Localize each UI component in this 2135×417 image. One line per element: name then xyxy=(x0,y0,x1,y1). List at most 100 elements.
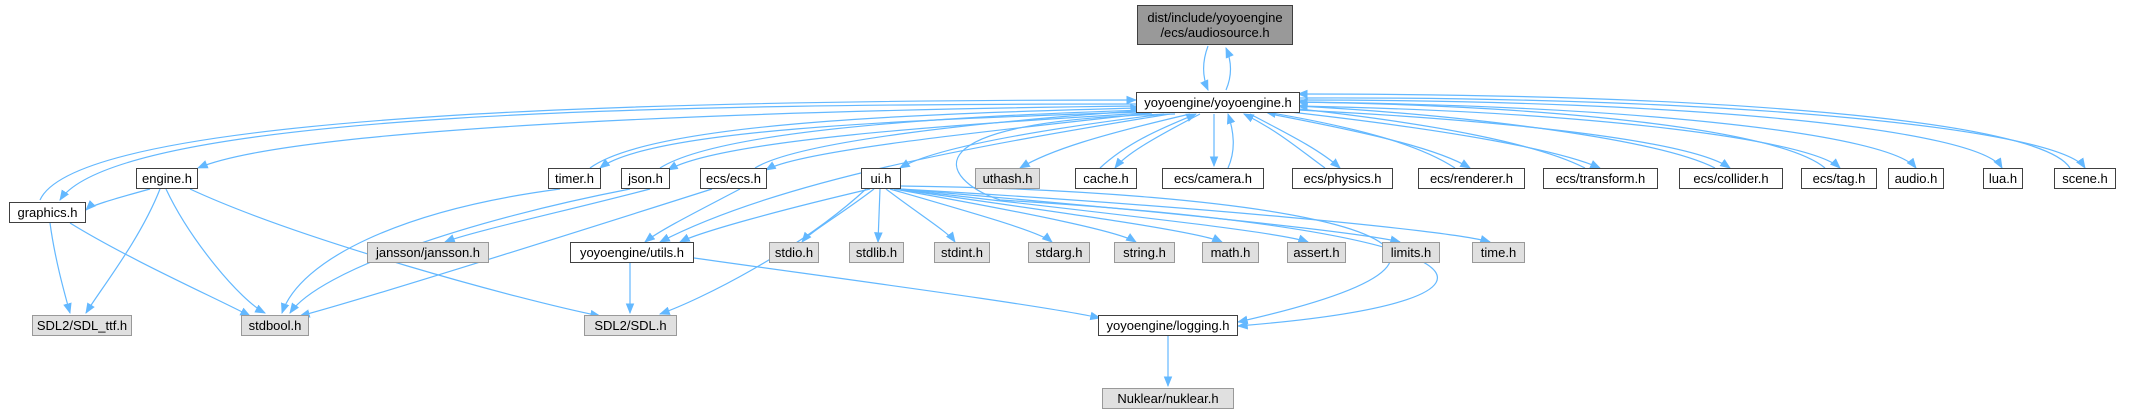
node-label: ecs/renderer.h xyxy=(1429,171,1514,186)
node-label: ecs/transform.h xyxy=(1555,171,1646,186)
node-sdl-ttf-h: SDL2/SDL_ttf.h xyxy=(32,315,132,336)
edge-yoyo-graphics xyxy=(59,103,1137,201)
node-cache-h[interactable]: cache.h xyxy=(1075,168,1137,189)
node-audio-h[interactable]: audio.h xyxy=(1888,168,1944,189)
edge-scene-yoyo xyxy=(1296,89,2071,169)
node-ecs-camera-h[interactable]: ecs/camera.h xyxy=(1162,168,1264,189)
edge-engine-stdbool xyxy=(165,188,266,314)
node-stdlib-h: stdlib.h xyxy=(849,242,904,263)
node-limits-h: limits.h xyxy=(1382,242,1440,263)
node-ecs-ecs-h[interactable]: ecs/ecs.h xyxy=(700,168,767,189)
edge-ui-string xyxy=(893,188,1137,243)
node-label: stdbool.h xyxy=(248,318,302,333)
node-label: limits.h xyxy=(1390,245,1432,260)
node-root-line2: /ecs/audiosource.h xyxy=(1160,25,1270,40)
edge-yoyo-engine xyxy=(197,105,1137,169)
node-label: string.h xyxy=(1123,245,1166,260)
node-label: assert.h xyxy=(1293,245,1340,260)
node-label: ecs/ecs.h xyxy=(706,171,761,186)
edge-physics-yoyo xyxy=(1243,113,1326,169)
node-label: stdio.h xyxy=(774,245,814,260)
edge-json-yoyo xyxy=(659,105,1148,169)
edge-yoyo-scene xyxy=(1297,97,2086,169)
edge-root-to-yoyoengine xyxy=(1200,45,1209,91)
edge-collider-yoyo xyxy=(1296,102,1716,169)
edge-yoyoengine-to-root xyxy=(1225,47,1234,91)
edge-ui-math xyxy=(895,188,1223,243)
edge-yoyo-physics xyxy=(1249,113,1341,169)
edge-timer-stdbool xyxy=(281,188,561,315)
node-ecs-physics-h[interactable]: ecs/physics.h xyxy=(1292,168,1393,189)
node-yoyoengine-utils-h[interactable]: yoyoengine/utils.h xyxy=(570,242,694,263)
edge-yoyo-renderer xyxy=(1269,113,1471,169)
node-label: time.h xyxy=(1480,245,1517,260)
edge-graphics-stdbool xyxy=(69,222,251,317)
edge-ui-stdio xyxy=(801,188,875,243)
edge-engine-graphics xyxy=(85,188,151,211)
edge-ecs-utils xyxy=(644,188,741,243)
node-scene-h[interactable]: scene.h xyxy=(2054,168,2116,189)
node-stdio-h: stdio.h xyxy=(769,242,819,263)
node-ecs-renderer-h[interactable]: ecs/renderer.h xyxy=(1418,168,1525,189)
node-label: stdarg.h xyxy=(1035,245,1083,260)
node-label: timer.h xyxy=(554,171,594,186)
node-label: cache.h xyxy=(1083,171,1129,186)
edge-ui-stdint xyxy=(885,188,956,243)
edge-yoyo-utils xyxy=(659,113,1171,243)
node-label: SDL2/SDL_ttf.h xyxy=(36,318,128,333)
node-json-h[interactable]: json.h xyxy=(621,168,670,189)
edge-timer-yoyo xyxy=(589,103,1142,169)
node-engine-h[interactable]: engine.h xyxy=(136,168,198,189)
node-math-h: math.h xyxy=(1202,242,1259,263)
edge-yoyo-logging xyxy=(955,113,1438,330)
node-yoyoengine-h[interactable]: yoyoengine/yoyoengine.h xyxy=(1136,92,1300,113)
node-ecs-collider-h[interactable]: ecs/collider.h xyxy=(1679,168,1783,189)
node-label: ecs/tag.h xyxy=(1812,171,1866,186)
edge-yoyo-ecs xyxy=(765,112,1153,171)
edge-json-jansson xyxy=(443,188,651,243)
edge-yoyo-timer xyxy=(599,111,1141,169)
edge-graphics-yoyo xyxy=(39,95,1138,201)
edge-tag-yoyo xyxy=(1296,97,1826,169)
node-label: ui.h xyxy=(870,171,892,186)
edge-yoyo-transform xyxy=(1289,111,1601,169)
node-ecs-transform-h[interactable]: ecs/transform.h xyxy=(1543,168,1658,189)
node-string-h: string.h xyxy=(1114,242,1175,263)
node-timer-h[interactable]: timer.h xyxy=(548,168,601,189)
edge-yoyo-uthash xyxy=(1019,113,1191,169)
node-label: stdlib.h xyxy=(855,245,898,260)
node-label: SDL2/SDL.h xyxy=(594,318,667,333)
node-ui-h[interactable]: ui.h xyxy=(861,168,901,189)
edge-camera-yoyo xyxy=(1226,112,1236,169)
node-label: engine.h xyxy=(142,171,192,186)
edge-yoyo-lua xyxy=(1297,99,2003,169)
node-label: Nuklear/nuklear.h xyxy=(1117,391,1219,406)
node-ecs-tag-h[interactable]: ecs/tag.h xyxy=(1801,168,1877,189)
edge-ecs-yoyo xyxy=(754,106,1154,169)
node-label: lua.h xyxy=(1988,171,2018,186)
node-label: ecs/collider.h xyxy=(1693,171,1769,186)
node-stdbool-h: stdbool.h xyxy=(241,315,309,336)
edge-ui-limits xyxy=(898,188,1402,244)
node-yoyoengine-logging-h[interactable]: yoyoengine/logging.h xyxy=(1098,315,1238,336)
node-label: jansson/jansson.h xyxy=(375,245,481,260)
node-audiosource-h: dist/include/yoyoengine/ecs/audiosource.… xyxy=(1137,5,1293,45)
edge-transform-yoyo xyxy=(1288,104,1586,169)
node-jansson-h: jansson/jansson.h xyxy=(367,242,489,263)
edge-ui-stdlib xyxy=(874,188,883,244)
node-label: json.h xyxy=(628,171,663,186)
edge-ecs-stdbool xyxy=(298,188,713,318)
node-label: scene.h xyxy=(2062,171,2108,186)
node-label: ecs/camera.h xyxy=(1173,171,1253,186)
edge-ui-assert xyxy=(897,188,1310,243)
edge-yoyo-json xyxy=(667,112,1147,171)
node-label: yoyoengine/utils.h xyxy=(579,245,685,260)
edge-renderer-yoyo xyxy=(1264,109,1456,169)
node-label: ecs/physics.h xyxy=(1303,171,1382,186)
edge-ui-logging xyxy=(899,185,1392,325)
node-graphics-h[interactable]: graphics.h xyxy=(9,202,86,223)
node-lua-h[interactable]: lua.h xyxy=(1983,168,2023,189)
node-label: yoyoengine/yoyoengine.h xyxy=(1144,95,1292,110)
edge-utils-logging xyxy=(693,257,1102,321)
